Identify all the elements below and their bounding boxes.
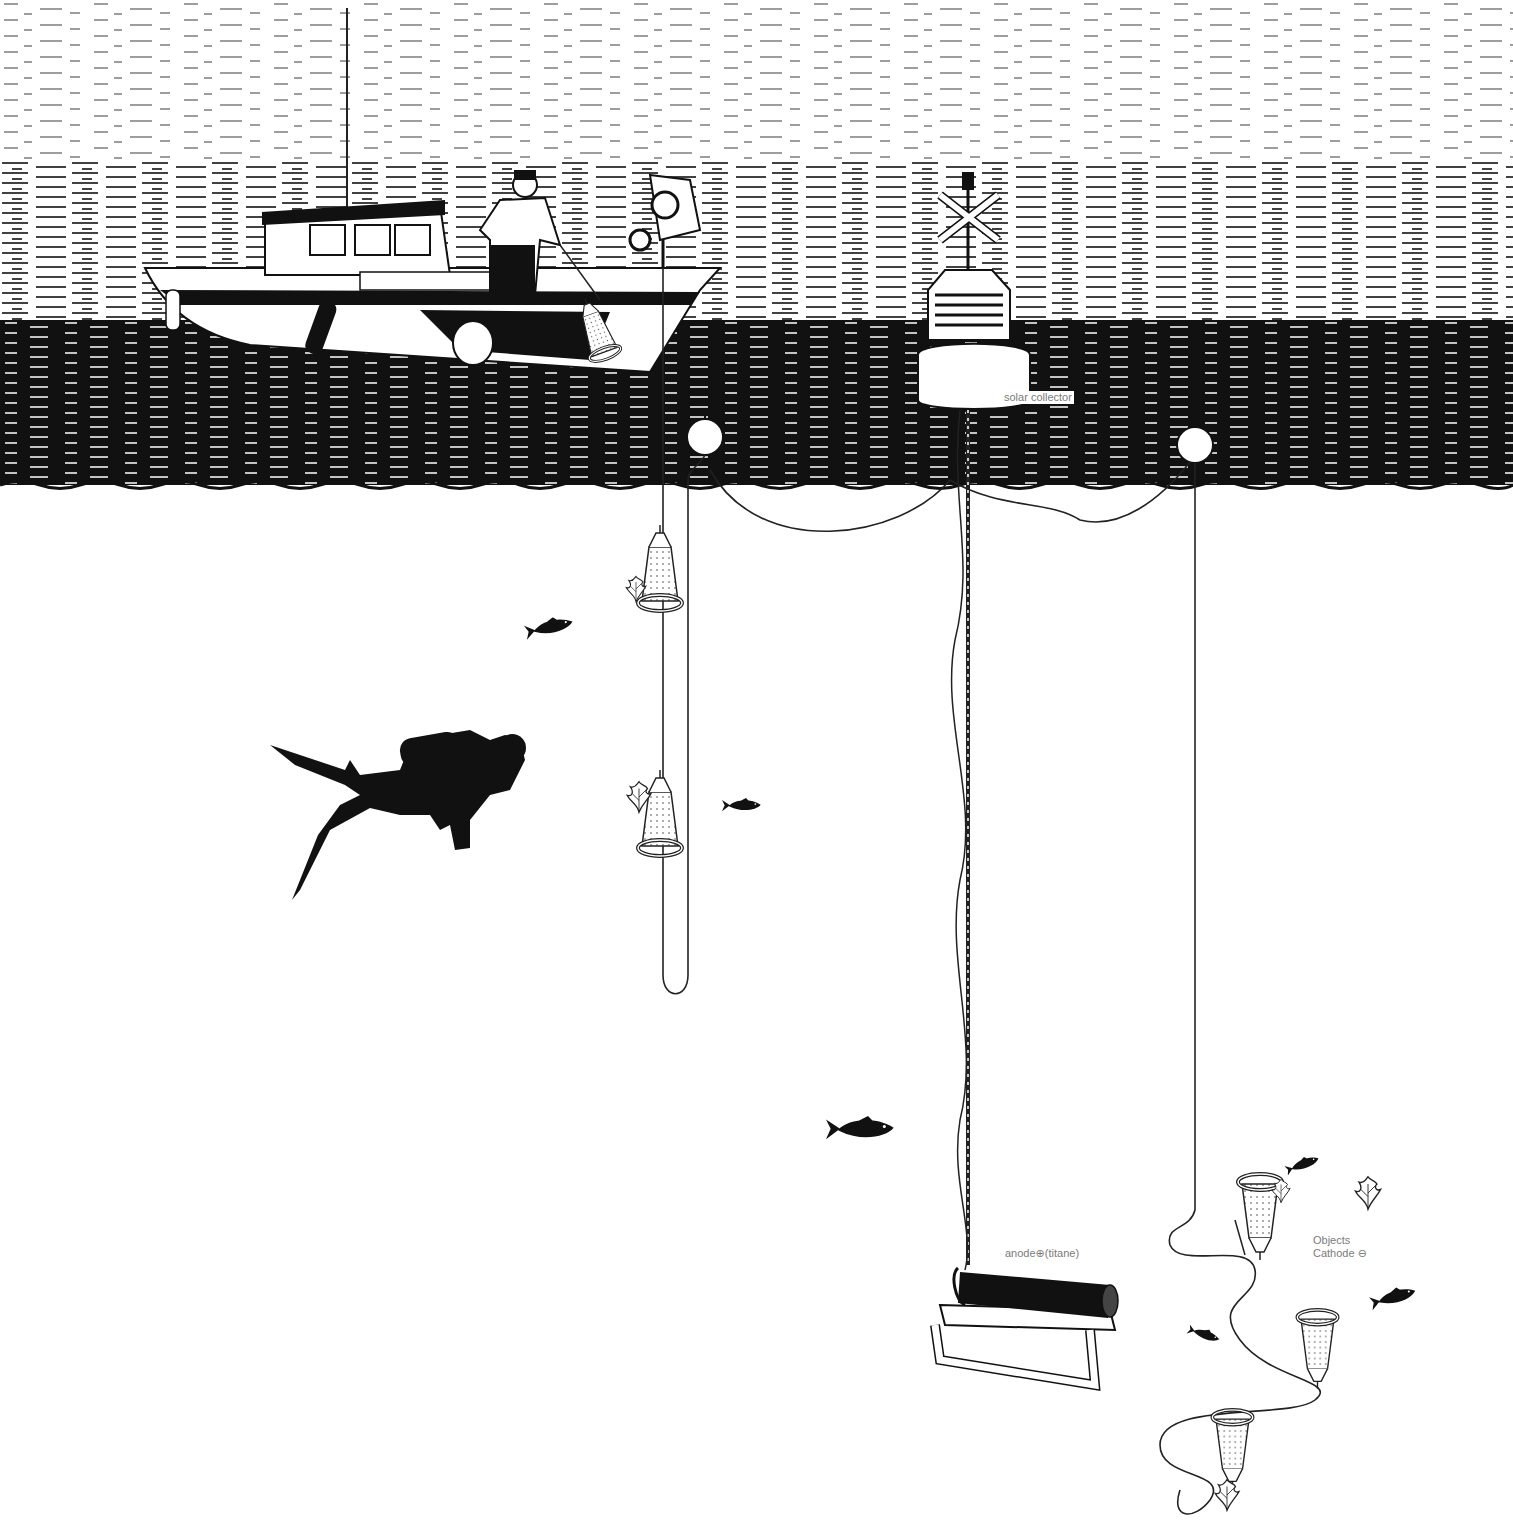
label: Objects Cathode ⊖ bbox=[1313, 1234, 1377, 1260]
label: solar collector bbox=[1002, 391, 1074, 404]
label: anode⊕(titane) bbox=[1005, 1247, 1079, 1260]
